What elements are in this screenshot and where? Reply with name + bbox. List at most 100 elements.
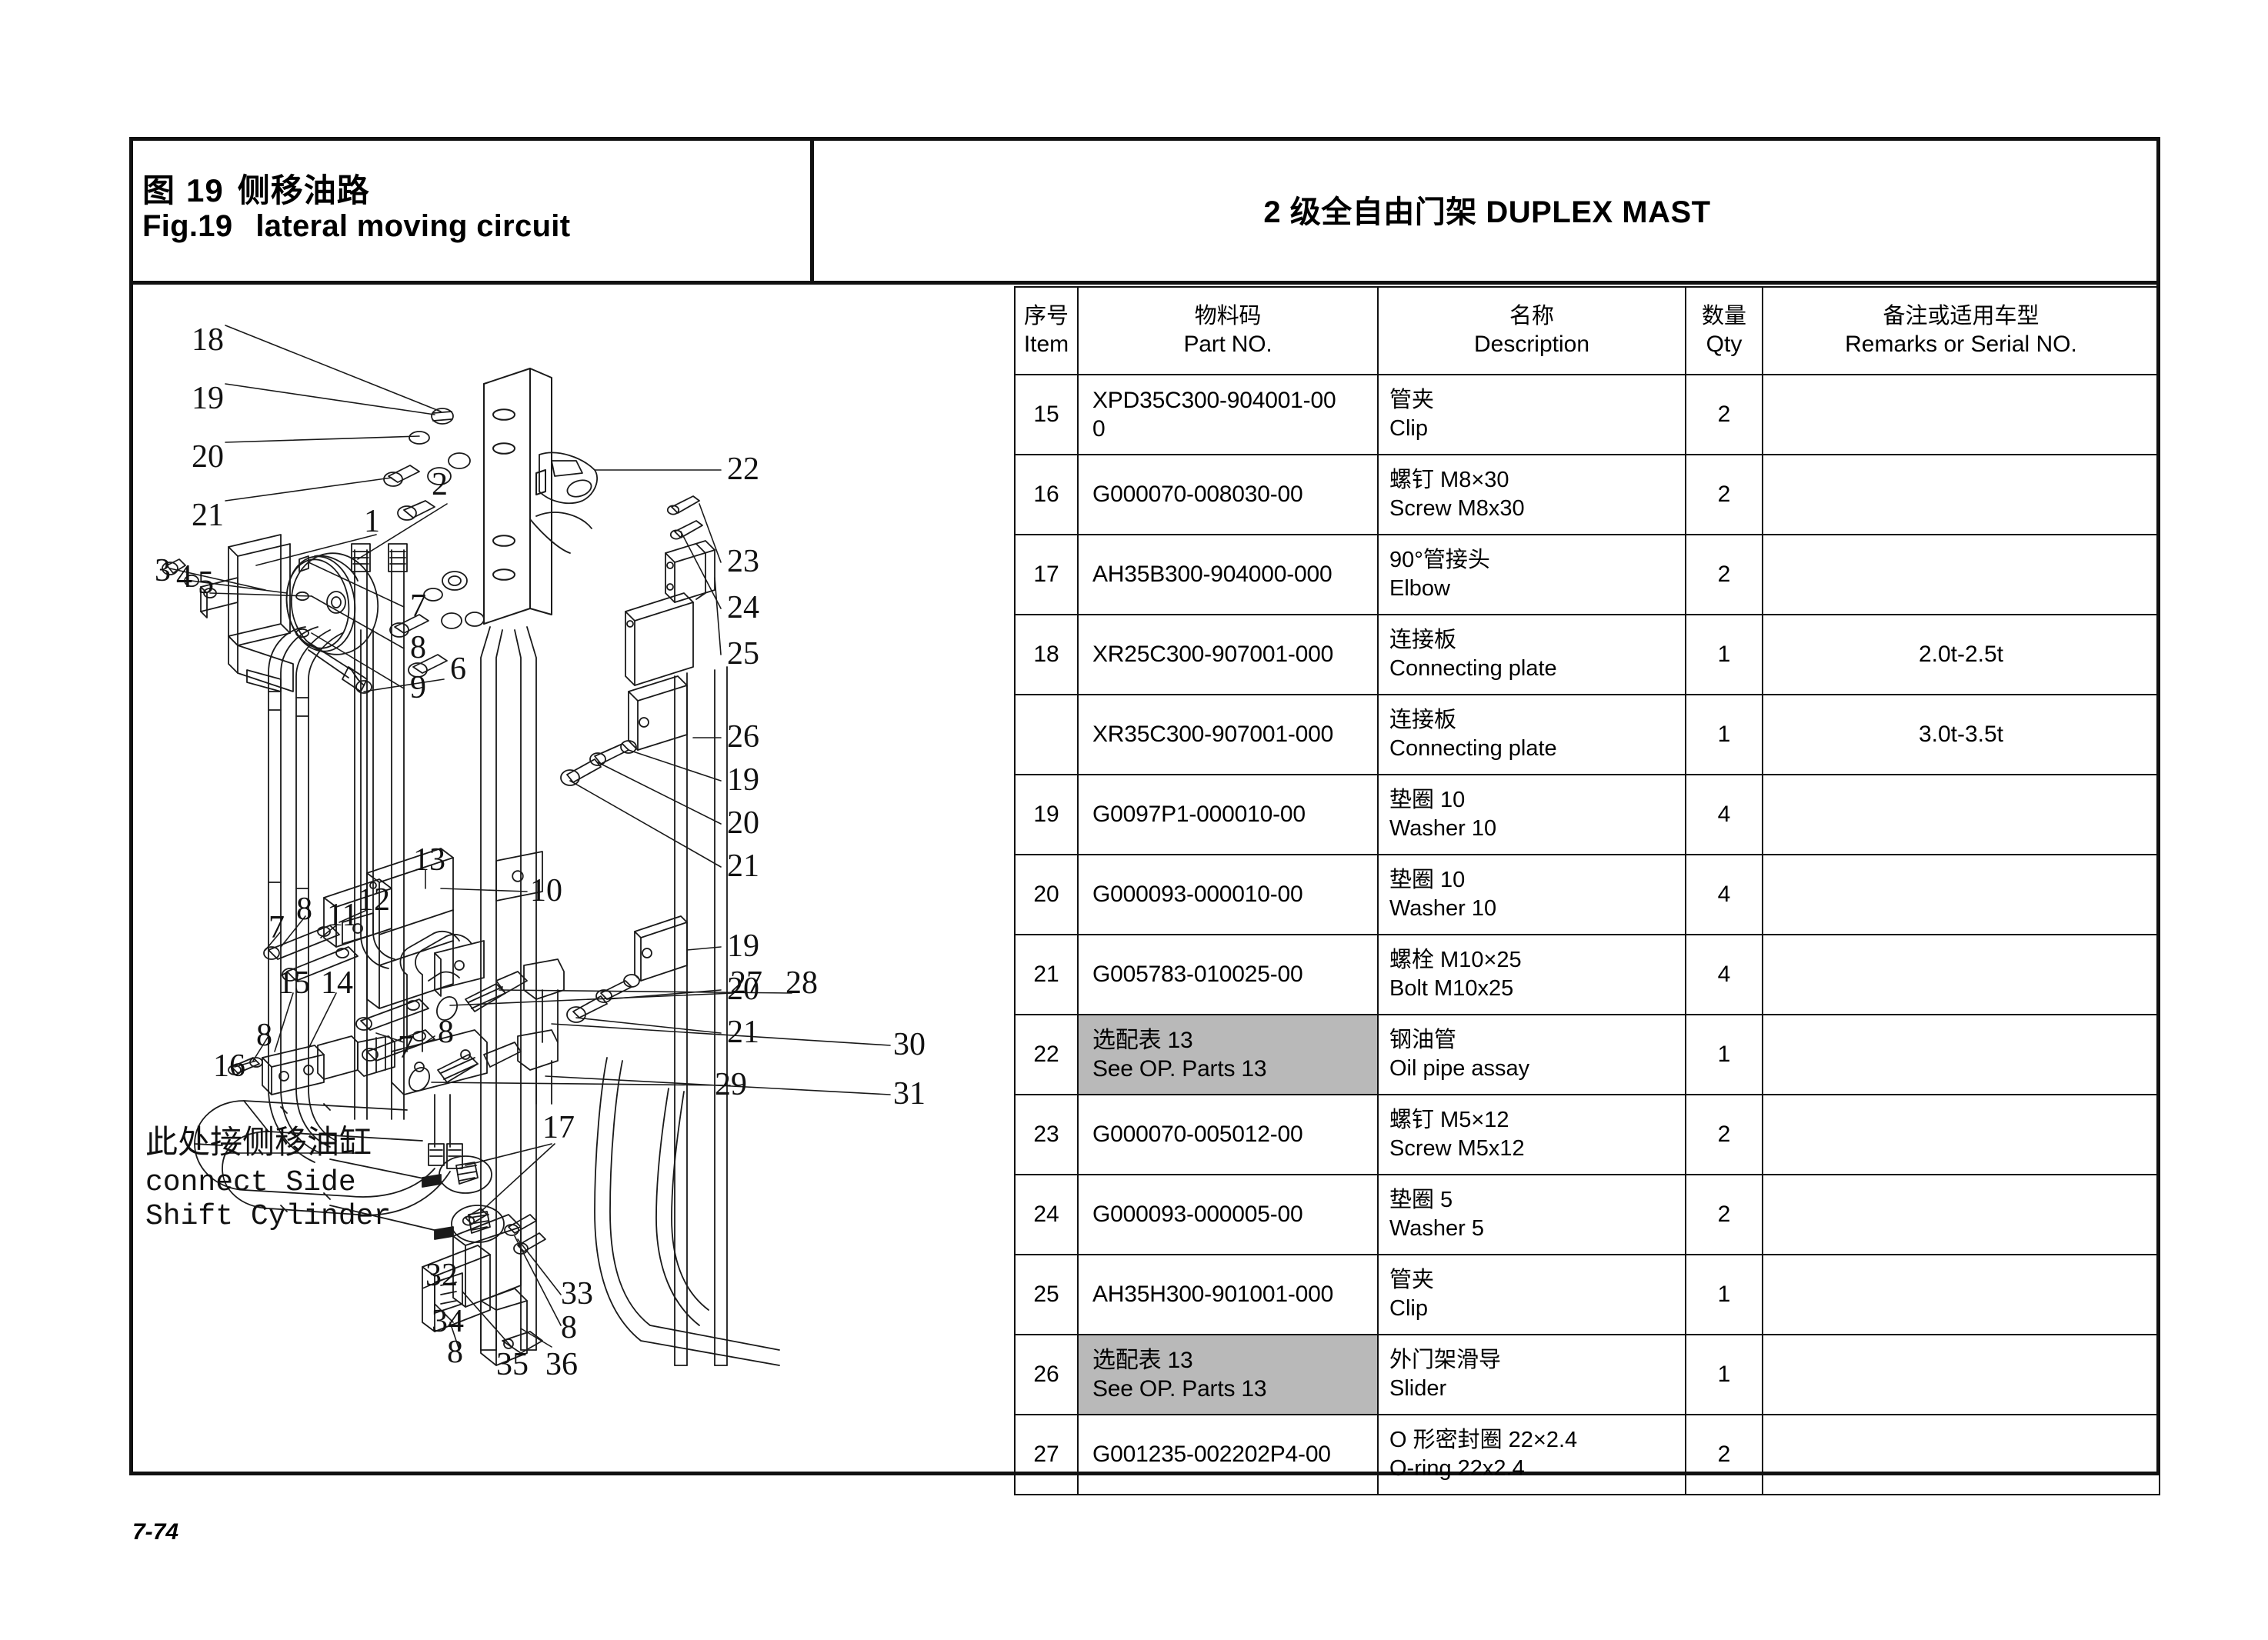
cell-item: 17	[1014, 534, 1079, 615]
cell-qty: 2	[1685, 374, 1763, 455]
header-part-en: Part NO.	[1183, 332, 1272, 358]
part-number-line-2: See OP. Parts 13	[1092, 1376, 1267, 1402]
note-chinese: 此处接侧移油缸	[145, 1125, 372, 1161]
callout-32: 32	[425, 1258, 458, 1293]
mast-rail-inner	[480, 626, 543, 1351]
connecting-plate-upper	[625, 592, 694, 751]
callout-28: 28	[785, 965, 818, 1001]
part-number-line-1: 选配表 13	[1092, 1347, 1193, 1373]
description-cn: 垫圈 5	[1389, 1187, 1453, 1212]
callout-20-c: 20	[727, 972, 759, 1007]
description-en: Connecting plate	[1389, 656, 1557, 681]
page-number: 7-74	[132, 1519, 179, 1545]
cell-item: 24	[1014, 1174, 1079, 1255]
cell-qty: 1	[1685, 1254, 1763, 1335]
part-number-line-1: G005783-010025-00	[1092, 962, 1303, 988]
header-remarks: 备注或适用车型 Remarks or Serial NO.	[1762, 286, 2160, 375]
mast-head-bracket	[483, 368, 552, 625]
callout-22: 22	[727, 452, 759, 487]
cell-item: 16	[1014, 454, 1079, 535]
cell-item: 27	[1014, 1414, 1079, 1495]
description-cn: O 形密封圈 22×2.4	[1389, 1427, 1578, 1452]
description-cn: 90°管接头	[1389, 547, 1490, 572]
callout-19-a: 19	[192, 381, 224, 416]
table-header-row: 序号 Item 物料码 Part NO. 名称 Description 数量 Q…	[1014, 286, 2160, 375]
figure-name-cn: 侧移油路	[237, 172, 370, 208]
cell-qty: 2	[1685, 1094, 1763, 1175]
header-remarks-cn: 备注或适用车型	[1883, 304, 2040, 329]
callout-34: 34	[432, 1304, 464, 1339]
description-en: Screw M8x30	[1389, 496, 1525, 521]
header-qty: 数量 Qty	[1685, 286, 1763, 375]
drawing-svg: 18 19 20 21 22 23 24 25 2 1 3 4 5 7 8 9 …	[145, 322, 926, 1382]
part-number-line-2: 0	[1092, 416, 1106, 442]
callout-4: 4	[176, 559, 192, 595]
cell-part-number: AH35H300-901001-000	[1077, 1254, 1379, 1335]
part-number-line-1: XR25C300-907001-000	[1092, 642, 1334, 668]
cell-part-number: G005783-010025-00	[1077, 934, 1379, 1015]
cell-remarks	[1762, 454, 2160, 535]
part-number-line-1: G000093-000010-00	[1092, 882, 1303, 908]
cell-item: 25	[1014, 1254, 1079, 1335]
callout-24: 24	[727, 590, 759, 625]
cell-qty: 4	[1685, 934, 1763, 1015]
callout-12: 12	[358, 882, 390, 918]
elbow-detail-17	[329, 1155, 505, 1243]
leader-lines	[169, 325, 891, 1351]
callout-20-b: 20	[727, 805, 759, 841]
cell-item: 20	[1014, 854, 1079, 935]
cell-qty: 4	[1685, 774, 1763, 855]
mounting-bracket-1	[200, 534, 294, 692]
description-en: Bolt M10x25	[1389, 976, 1514, 1001]
cell-part-number: G000070-008030-00	[1077, 454, 1379, 535]
callout-35: 35	[496, 1347, 529, 1382]
header-item-en: Item	[1023, 332, 1069, 358]
cell-remarks: 2.0t-2.5t	[1762, 614, 2160, 695]
description-cn: 连接板	[1389, 627, 1457, 652]
cell-remarks	[1762, 1094, 2160, 1175]
cell-remarks	[1762, 774, 2160, 855]
callout-19-c: 19	[727, 928, 759, 964]
header-qty-en: Qty	[1706, 332, 1743, 358]
part-number-line-1: G000093-000005-00	[1092, 1202, 1303, 1228]
part-number-line-1: AH35B300-904000-000	[1092, 562, 1332, 588]
callout-2: 2	[432, 467, 448, 502]
cell-part-number: G001235-002202P4-00	[1077, 1414, 1379, 1495]
callout-16: 16	[213, 1048, 245, 1084]
callout-7-c: 7	[398, 1030, 414, 1065]
cell-part-number: G000093-000010-00	[1077, 854, 1379, 935]
cell-qty: 4	[1685, 854, 1763, 935]
fastener-cluster-upper	[383, 408, 485, 678]
cell-qty: 1	[1685, 614, 1763, 695]
callout-5: 5	[198, 565, 214, 601]
header-item: 序号 Item	[1014, 286, 1079, 375]
description-cn: 垫圈 10	[1389, 867, 1466, 892]
callout-30: 30	[893, 1027, 926, 1062]
callout-7-b: 7	[268, 910, 285, 945]
callout-8-c: 8	[256, 1018, 272, 1053]
description-cn: 螺钉 M5×12	[1389, 1107, 1509, 1132]
callout-19-b: 19	[727, 762, 759, 798]
cell-remarks	[1762, 534, 2160, 615]
description-en: O-ring 22x2.4	[1389, 1456, 1525, 1481]
description-en: Elbow	[1389, 576, 1450, 601]
part-number-line-1: G001235-002202P4-00	[1092, 1442, 1331, 1468]
part-number-line-1: G000070-008030-00	[1092, 482, 1303, 508]
cell-item	[1014, 694, 1079, 775]
